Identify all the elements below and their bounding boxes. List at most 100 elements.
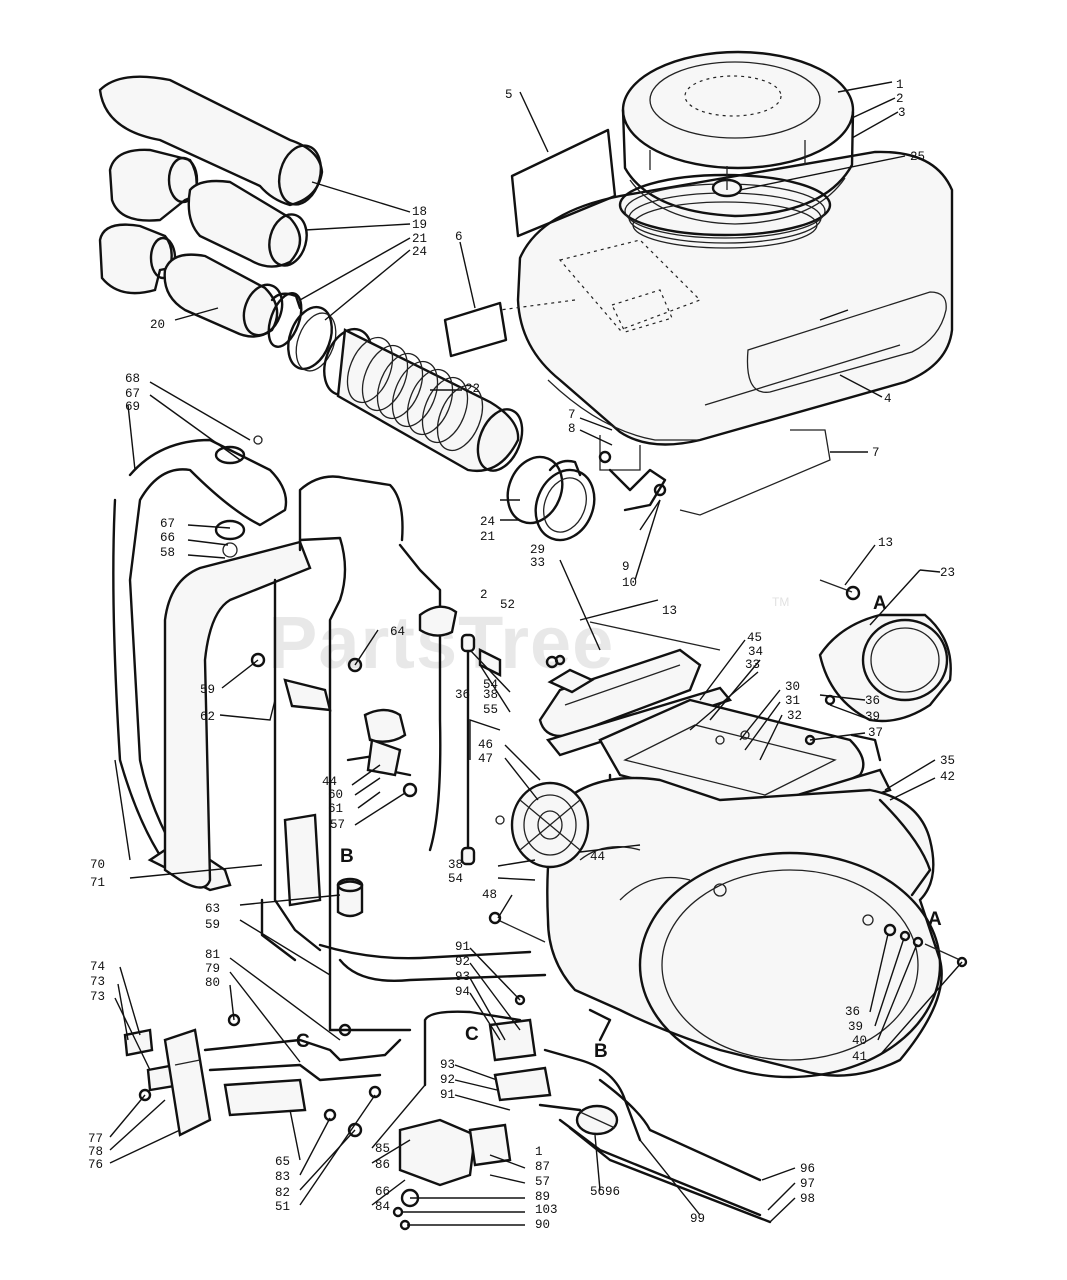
watermark: PartsTree TM [268,595,789,684]
reference-letter: A [928,909,942,930]
callout: 90 [535,1218,550,1232]
callout: 103 [535,1203,558,1217]
callout: 85 [375,1142,390,1156]
callout: 64 [390,625,405,639]
callout: 21 [412,232,427,246]
callout: 52 [500,598,515,612]
callout: 48 [482,888,497,902]
callout: 68 [125,372,140,386]
callout: 13 [878,536,893,550]
callout: 44 [590,850,605,864]
leader-lines [109,81,963,1226]
callout: 76 [88,1158,103,1172]
spacer-b-illustration [336,877,364,918]
callout: 97 [800,1177,815,1191]
callout: 23 [940,566,955,580]
air-filter-illustration [618,50,855,249]
callout: 3 [898,106,906,120]
callout: 9 [622,560,630,574]
callout: 24 [480,515,495,529]
callout: 38 [483,688,498,702]
callout: 80 [205,976,220,990]
callout: 63 [205,902,220,916]
callout: 81 [205,948,220,962]
callout: 78 [88,1145,103,1159]
callout: 62 [200,710,215,724]
callout: 36 [455,688,470,702]
callout: 54 [483,678,498,692]
callout: 2 [896,92,904,106]
cable-illustration [392,994,772,1231]
reference-letter: A [873,593,887,614]
callout: 60 [328,788,343,802]
callout: 47 [478,752,493,766]
callout: 58 [160,546,175,560]
callout-labels: 1 2 3 4 5 6 7 7 8 9 10 13 13 18 19 20 21… [88,78,955,1232]
callout: 66 [160,531,175,545]
callout: 19 [412,218,427,232]
svg-text:TM: TM [772,595,789,609]
callout: 1 [896,78,904,92]
callout: 84 [375,1200,390,1214]
callout: 59 [205,918,220,932]
callout: 38 [448,858,463,872]
callout: 69 [125,400,140,414]
callout: 30 [785,680,800,694]
callout: 79 [205,962,220,976]
callout: 74 [90,960,105,974]
callout: 66 [375,1185,390,1199]
callout: 73 [90,990,105,1004]
frame-illustration [163,475,547,1032]
callout: 91 [440,1088,455,1102]
callout: 36 [845,1005,860,1019]
callout: 40 [852,1034,867,1048]
callout: 73 [90,975,105,989]
callout: 92 [455,955,470,969]
callout: 35 [940,754,955,768]
hardware-illustration [488,450,968,968]
callout: 21 [480,530,495,544]
callout: 39 [865,710,880,724]
callout: 1 [535,1145,543,1159]
callout: 24 [412,245,427,259]
callout: 89 [535,1190,550,1204]
callout: 55 [483,703,498,717]
callout: 98 [800,1192,815,1206]
callout: 94 [455,985,470,999]
callout: 32 [787,709,802,723]
callout: 96 [800,1162,815,1176]
callout: 86 [375,1158,390,1172]
callout: 70 [90,858,105,872]
callout: 96 [605,1185,620,1199]
callout: 87 [535,1160,550,1174]
callout: 7 [872,446,880,460]
tank-illustration [499,150,954,516]
callout: 91 [455,940,470,954]
callout: 37 [868,726,883,740]
blower-housing-illustration [546,776,943,1079]
callout: 93 [455,970,470,984]
callout: 93 [440,1058,455,1072]
fan-illustration [495,781,590,869]
callout: 71 [90,876,105,890]
reference-letter: B [594,1041,608,1062]
reference-letter: C [296,1031,310,1052]
callout: 83 [275,1170,290,1184]
callout: 5 [505,88,513,102]
callout: 56 [590,1185,605,1199]
callout: 92 [440,1073,455,1087]
callout: 42 [940,770,955,784]
callout: 39 [848,1020,863,1034]
callout: 46 [478,738,493,752]
callout: 67 [125,387,140,401]
callout: 45 [747,631,762,645]
callout: 36 [865,694,880,708]
decal-illustration [443,128,617,358]
callout: 20 [150,318,165,332]
callout: 10 [622,576,637,590]
callout: 34 [748,645,763,659]
callout: 44 [322,775,337,789]
reference-letter: C [465,1024,479,1045]
callout: 99 [690,1212,705,1226]
